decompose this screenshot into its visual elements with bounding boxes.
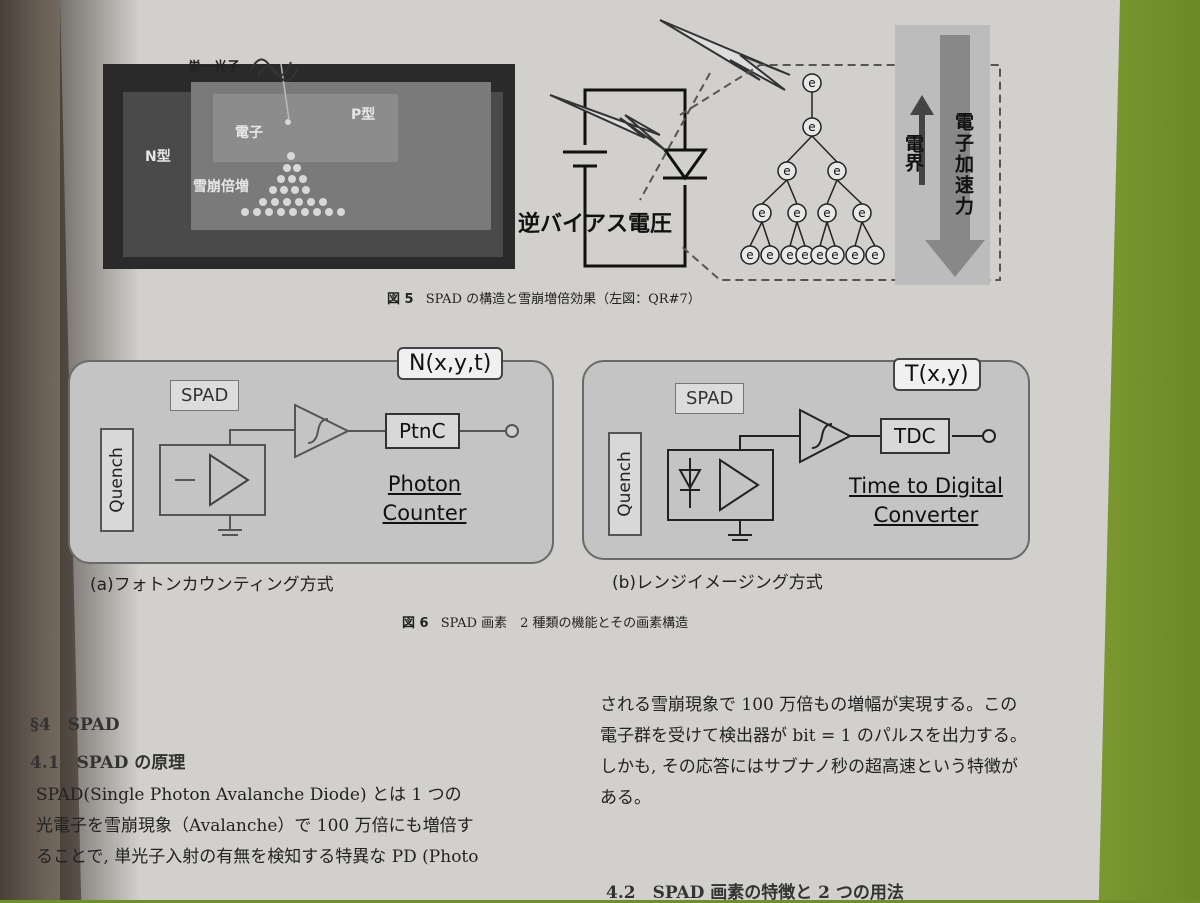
subsection-heading-4-2: 4.2 SPAD 画素の特徴と 2 つの用法	[606, 883, 904, 903]
panel-b-subcaption: (b)レンジイメージング方式	[612, 573, 823, 593]
right-body-text: される雪崩現象で 100 万倍もの増幅が実現する。この 電子群を受けて検出器が …	[600, 690, 1027, 814]
electron-node: e	[802, 117, 822, 137]
avalanche-branch-line	[854, 221, 863, 247]
time-to-digital-circuit	[667, 408, 996, 541]
quench-circuit-b: Quench	[608, 432, 642, 536]
avalanche-multiplication-diagram	[639, 19, 1001, 285]
figure6-caption-text: SPAD 画素 2 種類の機能とその画素構造	[440, 616, 689, 631]
quench-label-a: Quench	[107, 447, 127, 513]
photon-counter-pixel-panel	[68, 360, 554, 564]
spad-structure-photo: P型 電子 N型 雪崩倍増	[103, 63, 515, 269]
figure5-caption-text: SPAD の構造と雪崩増倍効果（左図：QR#7）	[425, 292, 701, 307]
electron-node: e	[865, 245, 885, 265]
svg-text:e: e	[816, 248, 823, 262]
reverse-bias-label: 逆バイアス電圧	[518, 212, 673, 237]
svg-text:e: e	[823, 206, 830, 220]
spad-label-a: SPAD	[170, 380, 240, 411]
svg-text:e: e	[858, 206, 865, 220]
svg-text:e: e	[833, 164, 840, 178]
right-body-line: される雪崩現象で 100 万倍もの増幅が実現する。この	[600, 695, 1018, 715]
avalanche-branch-line	[826, 221, 836, 247]
n-type-label: N型	[145, 149, 171, 165]
avalanche-label: 雪崩倍増	[193, 179, 249, 195]
svg-text:e: e	[851, 248, 858, 262]
avalanche-branch-line	[786, 135, 813, 163]
tdc-block: TDC	[880, 418, 950, 454]
svg-text:e: e	[786, 248, 793, 262]
electron-node: e	[787, 203, 807, 223]
figure5-caption: 図 5 SPAD の構造と雪崩増倍効果（左図：QR#7）	[387, 288, 701, 307]
avalanche-branch-line	[796, 221, 806, 247]
avalanche-branch-line	[861, 221, 876, 247]
single-photon-label: 単一光子	[188, 60, 241, 75]
svg-text:e: e	[801, 248, 808, 262]
spad-label-b: SPAD	[675, 383, 745, 414]
left-body-line: ることで, 単光子入射の有無を検知する特異な PD (Photo	[36, 847, 479, 867]
svg-text:e: e	[871, 248, 878, 262]
avalanche-branch-line	[819, 221, 828, 247]
electron-node: e	[802, 73, 822, 93]
electron-acceleration-label: 電子加速力	[952, 112, 974, 217]
figure6-caption: 図 6 SPAD 画素 2 種類の機能とその画素構造	[402, 612, 688, 631]
right-body-line: しかも, その応答にはサブナノ秒の超高速という特徴が	[600, 757, 1018, 777]
tdc-function-line2: Converter	[873, 503, 979, 527]
electron-node: e	[845, 245, 865, 265]
avalanche-branch-line	[749, 221, 763, 247]
avalanche-branch-line	[789, 221, 798, 247]
photon-counter-block: PtnC	[385, 413, 460, 449]
svg-text:e: e	[766, 248, 773, 262]
photon-wave-icon	[250, 58, 299, 82]
quench-label-b: Quench	[615, 451, 635, 517]
electron-node: e	[852, 203, 872, 223]
avalanche-branch-line	[826, 179, 838, 205]
left-body-text: SPAD(Single Photon Avalanche Diode) とは 1…	[36, 780, 479, 873]
tdc-function: Time to Digital Converter	[846, 472, 1006, 530]
p-type-inner-region	[213, 94, 398, 162]
svg-text:e: e	[783, 164, 790, 178]
left-body-line: SPAD(Single Photon Avalanche Diode) とは 1…	[36, 785, 462, 805]
panel-a-subcaption: (a)フォトンカウンティング方式	[90, 575, 334, 595]
photon-counter-function-line2: Counter	[382, 501, 467, 525]
right-body-line: ある。	[600, 788, 651, 808]
avalanche-branch-line	[811, 135, 838, 163]
avalanche-branch-line	[786, 179, 798, 205]
electron-node: e	[825, 245, 845, 265]
electron-node: e	[827, 161, 847, 181]
tdc-function-line1: Time to Digital	[849, 474, 1003, 498]
right-body-line: 電子群を受けて検出器が bit = 1 のパルスを出力する。	[600, 726, 1027, 746]
electric-field-label: 電界	[902, 134, 924, 172]
svg-text:e: e	[831, 248, 838, 262]
section-heading: §4 SPAD	[30, 715, 120, 735]
left-body-line: 光電子を雪崩現象（Avalanche）で 100 万倍にも増倍す	[36, 816, 474, 836]
reverse-bias-circuit	[549, 88, 708, 268]
svg-text:e: e	[746, 248, 753, 262]
quench-circuit-a: Quench	[100, 428, 134, 532]
time-output-tag: T(x,y)	[893, 358, 981, 391]
svg-text:e: e	[808, 120, 815, 134]
avalanche-branch-line	[836, 179, 863, 205]
photon-counter-circuit	[159, 403, 519, 536]
electron-label: 電子	[235, 125, 263, 141]
subsection-heading-4-1: 4.1 SPAD の原理	[30, 753, 186, 773]
avalanche-branch-line	[761, 221, 771, 247]
electron-node: e	[740, 245, 760, 265]
photon-count-output-tag: N(x,y,t)	[397, 347, 504, 380]
p-type-label: P型	[351, 107, 376, 123]
svg-text:e: e	[758, 206, 765, 220]
electron-node: e	[817, 203, 837, 223]
electron-node: e	[777, 161, 797, 181]
electron-node: e	[752, 203, 772, 223]
svg-text:e: e	[808, 76, 815, 90]
photon-counter-function-line1: Photon	[387, 472, 462, 496]
svg-text:e: e	[793, 206, 800, 220]
figure5-caption-number: 図 5	[387, 292, 414, 307]
photon-counter-function: Photon Counter	[372, 470, 477, 528]
electron-node: e	[760, 245, 780, 265]
avalanche-particles	[241, 63, 345, 216]
figure6-caption-number: 図 6	[402, 616, 429, 631]
avalanche-branch-line	[761, 179, 788, 205]
